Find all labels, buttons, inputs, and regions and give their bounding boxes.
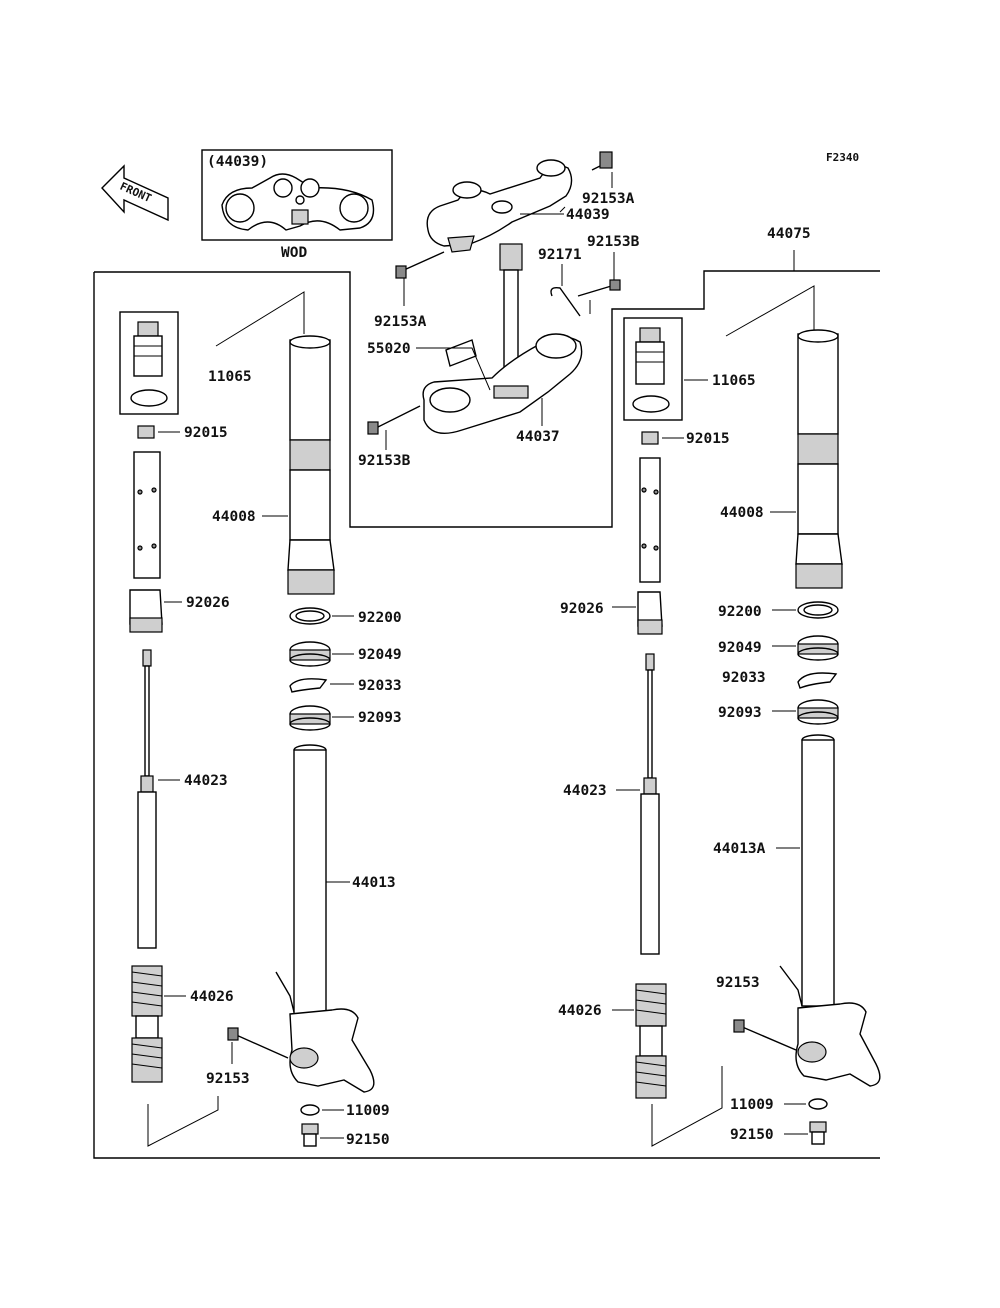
- callout-left-inner-tube: 44013: [352, 875, 396, 891]
- callout-bolt-b-lower: 92153B: [358, 453, 411, 469]
- callout-right-inner-tube: 44013A: [713, 841, 766, 857]
- left-outer-tube: [287, 335, 335, 595]
- callout-left-gasket: 11009: [346, 1103, 390, 1119]
- callout-left-cap: 11065: [208, 369, 252, 385]
- right-bushing-ring: [797, 601, 839, 619]
- right-oil-seal: [797, 635, 839, 661]
- callout-left-clip: 92033: [358, 678, 402, 694]
- callout-left-outer-tube: 44008: [212, 509, 256, 525]
- left-bushing-ring: [289, 607, 331, 625]
- right-collar-pipe: [637, 457, 663, 635]
- assembly-frame: 44075: [93, 226, 880, 1159]
- steering-stem: [422, 243, 583, 434]
- callout-right-damper-rod: 44023: [563, 783, 607, 799]
- callout-right-seal: 92049: [718, 640, 762, 656]
- left-nut: [137, 425, 155, 439]
- left-oil-seal: [289, 641, 331, 667]
- left-bolt: [227, 1027, 289, 1059]
- bolt-b-lower: [367, 405, 421, 435]
- callout-left-damper-rod: 44023: [184, 773, 228, 789]
- right-damper-rod: [640, 653, 660, 955]
- callout-right-drain-bolt: 92150: [730, 1127, 774, 1143]
- callout-clip: 92171: [538, 247, 582, 263]
- label-sticker: [445, 339, 477, 367]
- right-bolt: [733, 1019, 797, 1051]
- left-gasket: [300, 1104, 320, 1116]
- right-inner-tube: [779, 734, 881, 1087]
- assembly-ref: 44075: [767, 226, 811, 242]
- left-collar-pipe: [129, 451, 163, 633]
- callout-top-bracket: 44039: [566, 207, 610, 223]
- callout-right-spring: 44026: [558, 1003, 602, 1019]
- callout-top-bolt-a-lower: 92153A: [374, 314, 427, 330]
- callout-right-collar: 92026: [560, 601, 604, 617]
- callout-left-drain-bolt: 92150: [346, 1132, 390, 1148]
- right-outer-tube: [795, 329, 843, 589]
- callout-left-collar: 92026: [186, 595, 230, 611]
- inset-ref: (44039): [207, 154, 268, 170]
- callout-bolt-b-upper: 92153B: [587, 234, 640, 250]
- right-dust-seal: [797, 699, 839, 725]
- figure-code: F2340: [826, 151, 859, 164]
- right-spring: [635, 983, 667, 1099]
- callout-right-bolt: 92153: [716, 975, 760, 991]
- callout-label: 55020: [367, 341, 411, 357]
- callout-left-bolt: 92153: [206, 1071, 250, 1087]
- left-inner-tube: [275, 744, 375, 1093]
- left-spring: [131, 965, 163, 1083]
- right-clip-ring: [797, 672, 838, 689]
- callout-right-cap: 11065: [712, 373, 756, 389]
- left-cap-assembly: [119, 311, 179, 415]
- bolt-a-lower: [395, 251, 445, 279]
- left-clip-ring: [289, 678, 328, 693]
- clip-92171: [550, 264, 581, 317]
- callout-right-gasket: 11009: [730, 1097, 774, 1113]
- callout-right-clip: 92033: [722, 670, 766, 686]
- callout-right-outer-tube: 44008: [720, 505, 764, 521]
- callout-right-dust-seal: 92093: [718, 705, 762, 721]
- front-arrow-icon: FRONT: [101, 164, 169, 222]
- callout-steering-stem: 44037: [516, 429, 560, 445]
- right-gasket: [808, 1098, 828, 1110]
- callout-left-dust-seal: 92093: [358, 710, 402, 726]
- callout-right-bushing-ring: 92200: [718, 604, 762, 620]
- callout-left-bushing-ring: 92200: [358, 610, 402, 626]
- inset-variant: WOD: [281, 245, 307, 261]
- callout-right-nut: 92015: [686, 431, 730, 447]
- right-drain-bolt: [809, 1121, 827, 1145]
- right-nut: [641, 431, 659, 445]
- callout-left-seal: 92049: [358, 647, 402, 663]
- top-bracket: [426, 151, 613, 253]
- left-dust-seal: [289, 705, 331, 731]
- inset-top-bracket-variant: (44039) WOD: [201, 149, 393, 261]
- callout-left-spring: 44026: [190, 989, 234, 1005]
- callout-left-nut: 92015: [184, 425, 228, 441]
- left-damper-rod: [137, 649, 157, 949]
- left-drain-bolt: [301, 1123, 319, 1147]
- bolt-b-upper: [577, 252, 621, 314]
- right-cap-assembly: [623, 317, 683, 421]
- callout-top-bolt-a-upper: 92153A: [582, 191, 635, 207]
